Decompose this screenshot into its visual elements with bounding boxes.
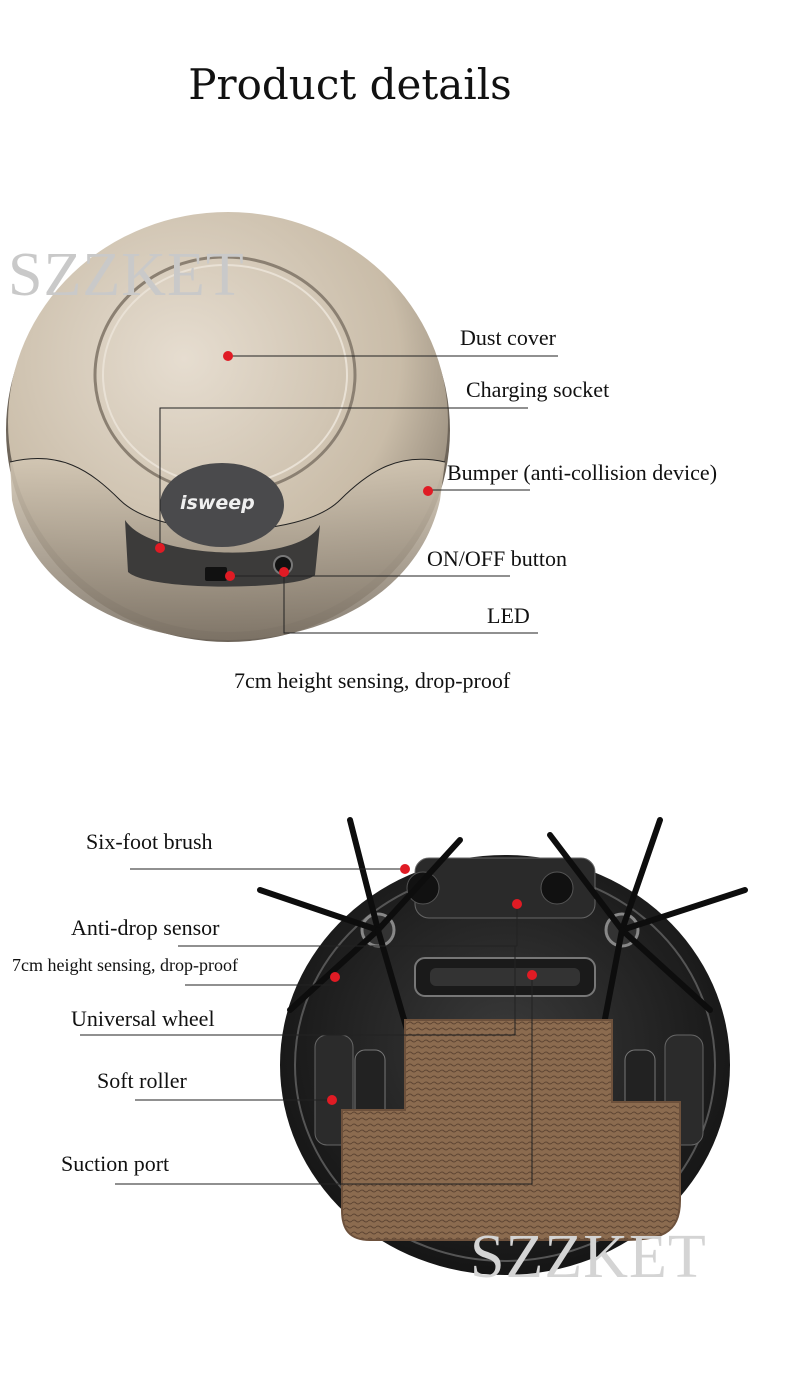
robot-bottom-view xyxy=(257,817,748,1275)
label-dust-cover: Dust cover xyxy=(460,325,556,350)
label-charging-socket: Charging socket xyxy=(466,377,610,402)
label-bumper: Bumper (anti-collision device) xyxy=(447,460,718,485)
label-anti-drop-sensor: Anti-drop sensor xyxy=(71,915,220,940)
watermark-bottom: SZZKET xyxy=(470,1223,707,1291)
label-height-sensing: 7cm height sensing, drop-proof xyxy=(12,955,238,975)
top-leader-lines xyxy=(155,351,558,634)
label-suction-port: Suction port xyxy=(61,1151,170,1176)
label-universal-wheel: Universal wheel xyxy=(71,1006,215,1031)
caption-height-sensing: 7cm height sensing, drop-proof xyxy=(234,668,511,693)
brand-logo: isweep xyxy=(180,492,255,514)
page-title: Product details xyxy=(188,60,512,109)
label-six-foot-brush: Six-foot brush xyxy=(86,829,213,854)
robot-top-view xyxy=(6,212,450,642)
label-led: LED xyxy=(487,603,530,628)
label-soft-roller: Soft roller xyxy=(97,1068,187,1093)
watermark-top: SZZKET xyxy=(8,241,245,309)
label-on-off: ON/OFF button xyxy=(427,546,567,571)
bottom-leader-lines xyxy=(80,864,537,1185)
